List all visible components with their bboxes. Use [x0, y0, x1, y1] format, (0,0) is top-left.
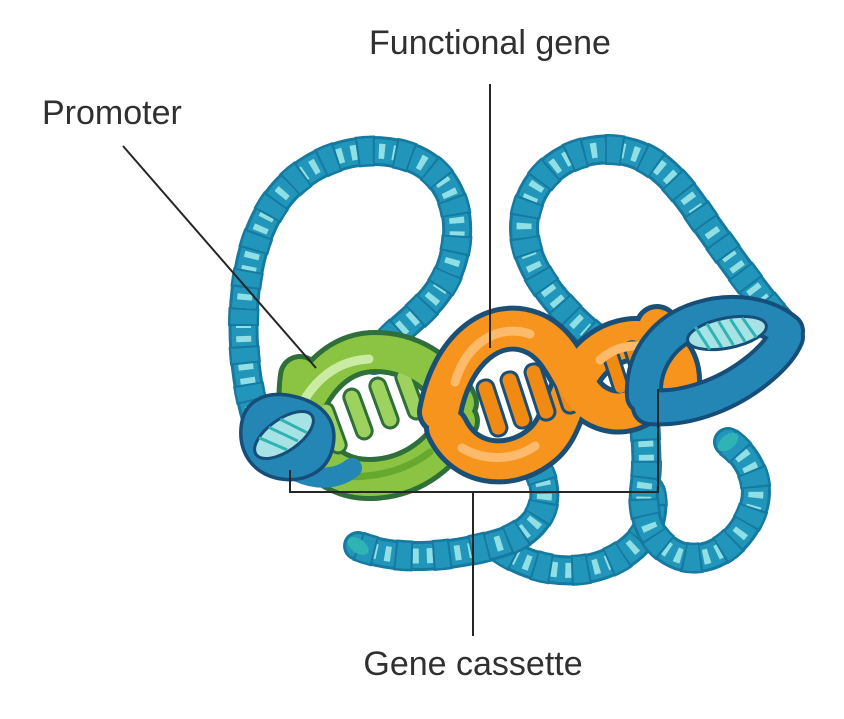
gene-cassette-label: Gene cassette	[363, 645, 583, 683]
strand-cut-end-cap	[717, 432, 739, 452]
ribbon-opening	[686, 314, 768, 352]
dna-strand-bottom-right-hook	[628, 370, 772, 574]
annotation-lines	[122, 84, 659, 636]
promoter-label: Promoter	[42, 94, 182, 132]
dna-ribbon-right-end	[624, 294, 805, 427]
promoter-pointer-line	[122, 145, 317, 369]
dna-ribbon-left-end	[239, 392, 362, 488]
functional-gene-label: Functional gene	[369, 24, 611, 62]
strand-cut-end-cap	[347, 537, 369, 555]
ribbon-opening	[253, 410, 315, 460]
